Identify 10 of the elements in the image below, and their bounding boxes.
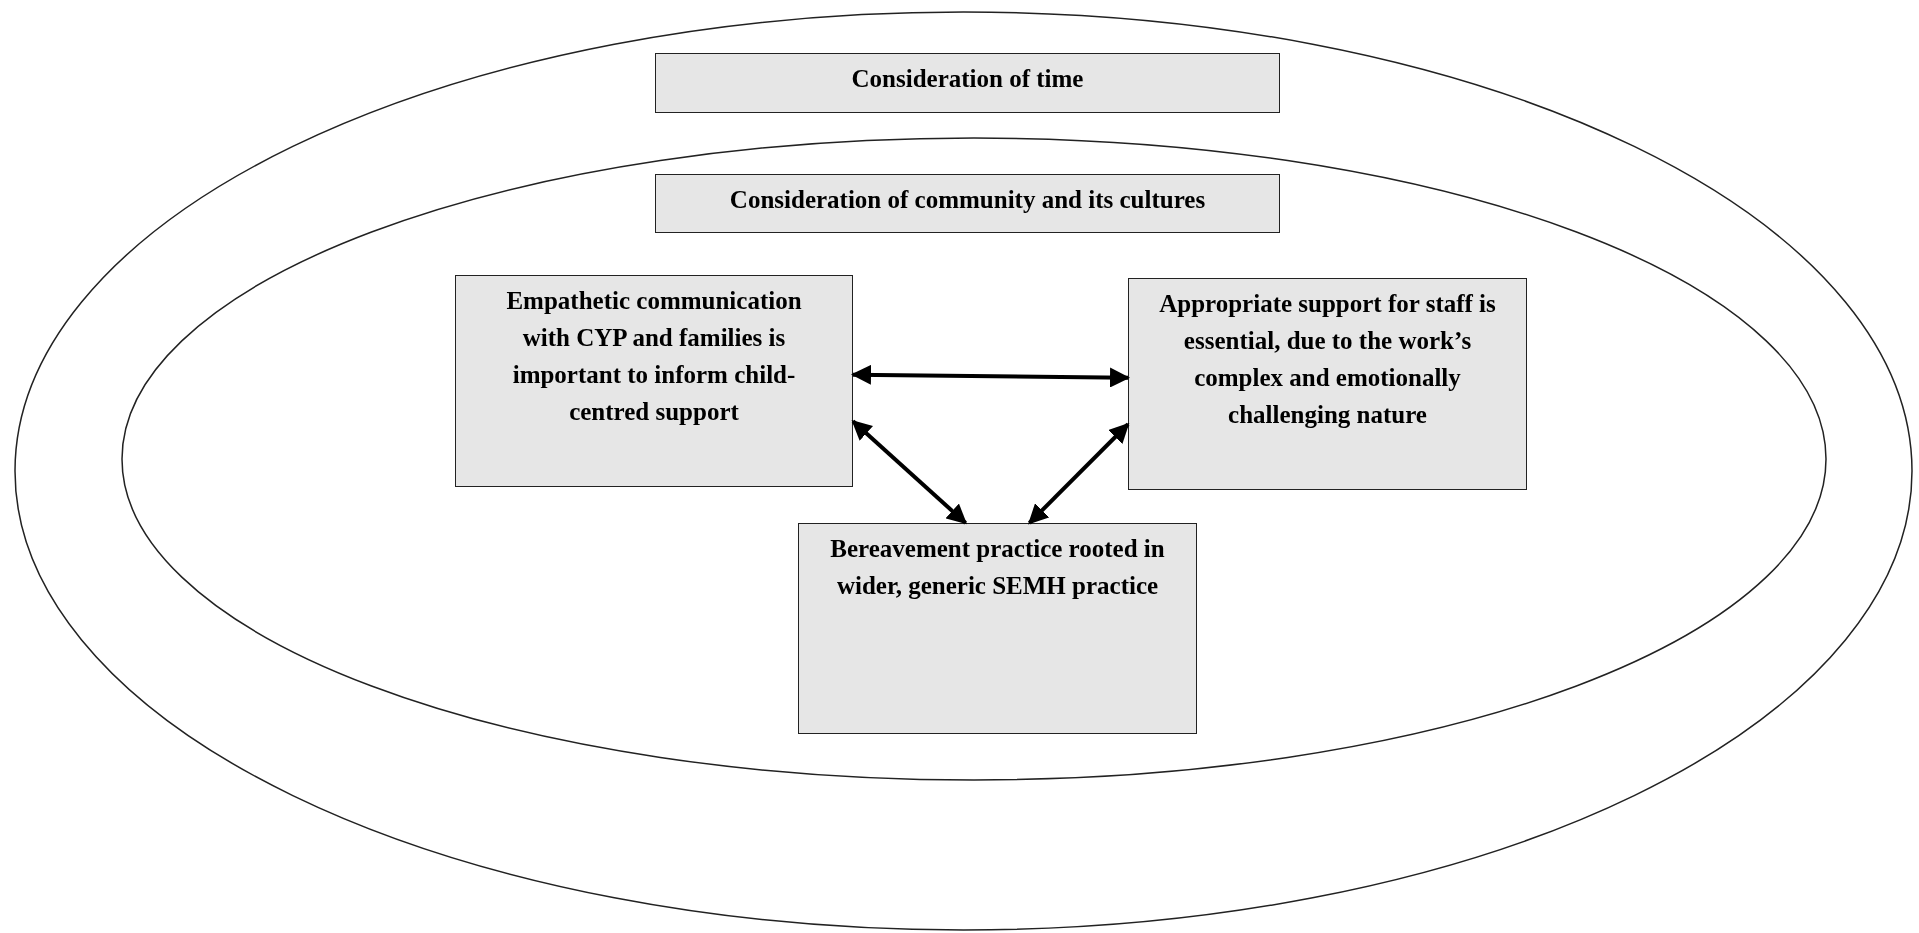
theme-box: Consideration of time — [655, 53, 1280, 113]
theme-box: Appropriate support for staff is essential, due to the work’s complex and emotionally challenging nature — [1128, 278, 1527, 490]
theme-box: Empathetic communication with CYP and families is important to inform child-centred support — [455, 275, 853, 487]
ellipse-outline — [122, 138, 1826, 780]
double-arrow — [1028, 422, 1130, 525]
double-arrow — [851, 364, 1130, 388]
theme-box: Consideration of community and its cultures — [655, 174, 1280, 233]
double-arrow — [851, 419, 968, 525]
theme-box: Bereavement practice rooted in wider, generic SEMH practice — [798, 523, 1197, 734]
ellipse-outline — [15, 12, 1912, 930]
